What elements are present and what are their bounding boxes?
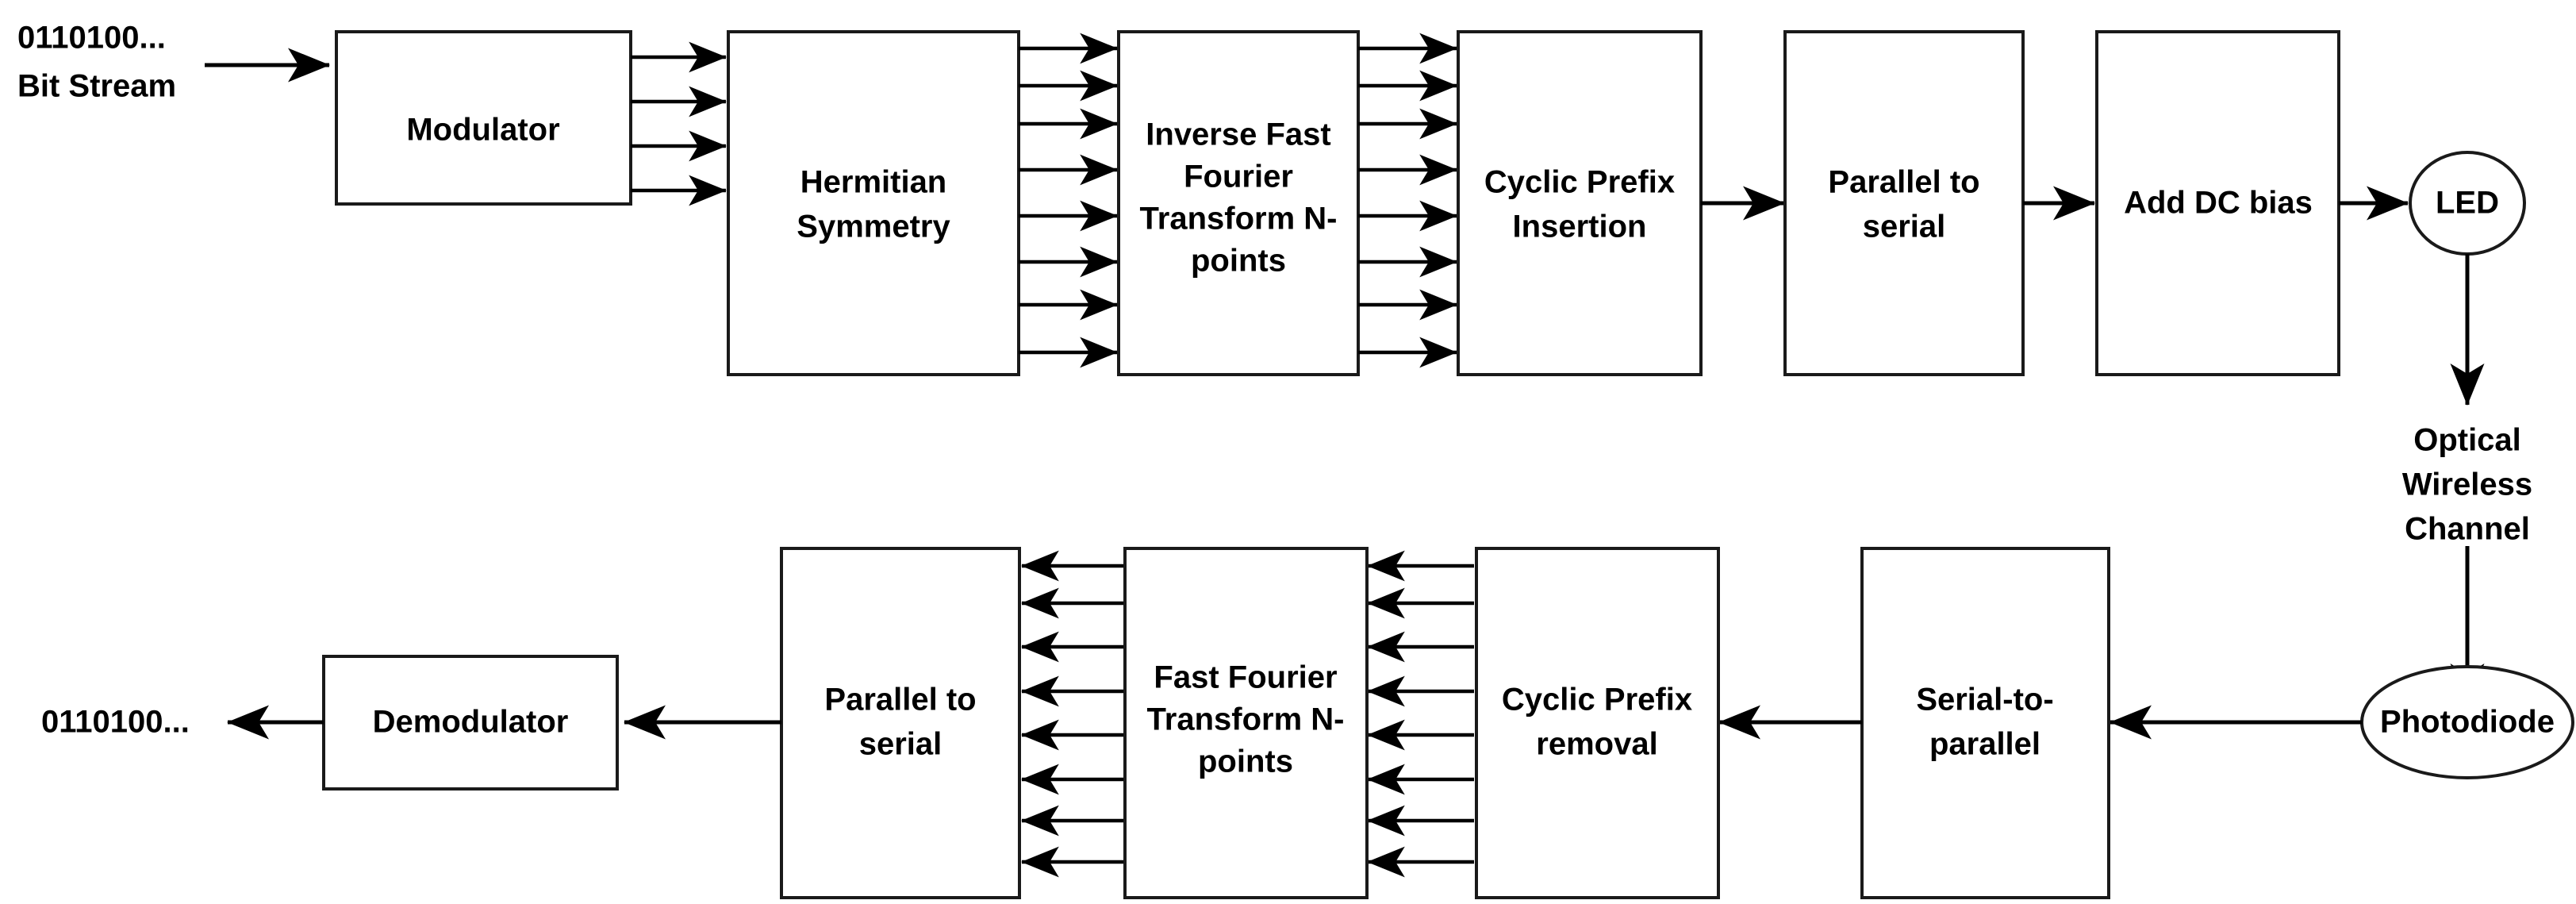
bus-hermitian-to-ifft — [1019, 33, 1118, 368]
block-add-dc-bias[interactable] — [2095, 30, 2340, 376]
block-ifft[interactable] — [1117, 30, 1360, 376]
block-ifft-label-0: Inverse Fast — [1146, 117, 1330, 152]
block-serial-to-parallel-label-0: Serial-to- — [1916, 683, 2053, 717]
block-modulator[interactable] — [335, 30, 632, 206]
output-bitstream-label: 0110100... — [41, 705, 190, 740]
node-led-label: LED — [2436, 186, 2499, 221]
block-modulator-label-0: Modulator — [406, 113, 559, 148]
block-ifft-label-3: points — [1191, 244, 1286, 279]
block-fft-label-2: points — [1198, 744, 1293, 779]
block-parallel-to-serial-rx[interactable] — [780, 547, 1021, 899]
block-parallel-to-serial-rx-label-0: Parallel to — [824, 683, 976, 717]
block-fft[interactable] — [1123, 547, 1369, 899]
block-parallel-to-serial-tx-label-0: Parallel to — [1828, 165, 1979, 200]
bus-cyclic-removal-to-fft — [1367, 550, 1474, 878]
block-cyclic-prefix-removal-label-1: removal — [1536, 727, 1657, 762]
bit-stream-input-line1: 0110100... — [17, 21, 166, 56]
block-ifft-label-1: Fourier — [1184, 160, 1293, 194]
block-parallel-to-serial-tx[interactable] — [1783, 30, 2025, 376]
channel-label-1: Wireless — [2402, 467, 2532, 502]
block-cyclic-prefix-insertion[interactable] — [1457, 30, 1703, 376]
block-add-dc-bias-label-0: Add DC bias — [2124, 186, 2313, 221]
block-hermitian-symmetry-label-0: Hermitian — [800, 165, 947, 200]
block-parallel-to-serial-rx-label-1: serial — [859, 727, 942, 762]
bus-ifft-to-cyclic-prefix-insertion — [1358, 33, 1457, 368]
block-hermitian-symmetry-label-1: Symmetry — [797, 210, 950, 244]
block-cyclic-prefix-removal-label-0: Cyclic Prefix — [1502, 683, 1692, 717]
block-ifft-label-2: Transform N- — [1140, 202, 1338, 237]
block-cyclic-prefix-insertion-label-1: Insertion — [1513, 210, 1647, 244]
block-hermitian-symmetry[interactable] — [727, 30, 1020, 376]
channel-label-0: Optical — [2413, 423, 2521, 458]
block-cyclic-prefix-insertion-label-0: Cyclic Prefix — [1484, 165, 1675, 200]
block-demodulator-label-0: Demodulator — [373, 705, 569, 740]
block-demodulator[interactable] — [322, 655, 619, 791]
block-cyclic-prefix-removal[interactable] — [1475, 547, 1720, 899]
node-photodiode-label: Photodiode — [2380, 705, 2555, 740]
channel-label-2: Channel — [2405, 512, 2530, 547]
bus-modulator-to-hermitian — [631, 41, 727, 206]
block-fft-label-1: Transform N- — [1147, 702, 1345, 737]
block-parallel-to-serial-tx-label-1: serial — [1863, 210, 1946, 244]
bit-stream-input-line2: Bit Stream — [17, 69, 176, 104]
block-fft-label-0: Fast Fourier — [1154, 660, 1337, 695]
block-serial-to-parallel-label-1: parallel — [1929, 727, 2040, 762]
bus-fft-to-parallel-to-serial — [1021, 550, 1123, 878]
block-serial-to-parallel[interactable] — [1860, 547, 2110, 899]
